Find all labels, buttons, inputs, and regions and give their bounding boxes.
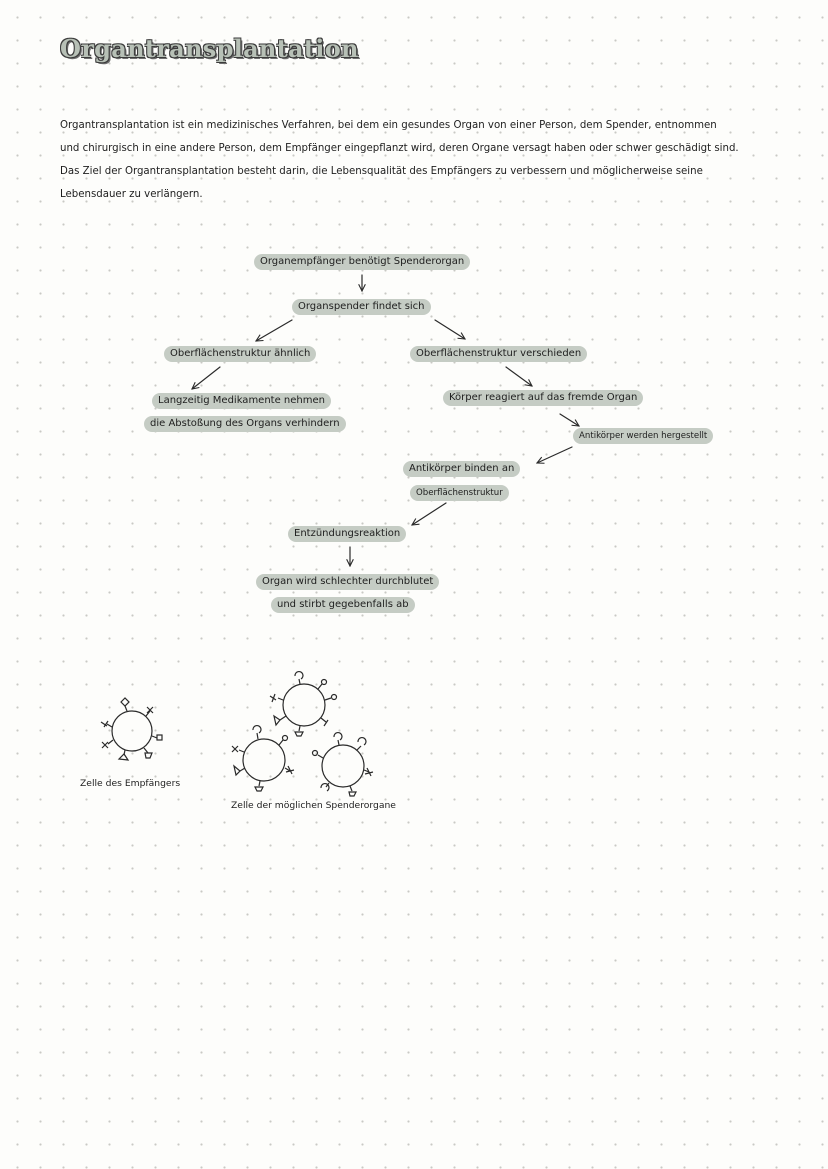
intro-line-3: Das Ziel der Organtransplantation besteh… [60,166,703,177]
arrow-antibodies-to-binding [537,446,573,463]
arrow-donor-to-similar [256,319,293,341]
arrow-similar-to-medication [192,366,221,389]
donor-cell-drawing-2 [231,724,295,792]
flow-node-surface-similar: Oberflächenstruktur ähnlich [164,346,317,362]
intro-line-2: und chirurgisch in eine andere Person, d… [60,143,739,154]
recipient-cell-drawing [100,697,163,761]
arrow-binding-to-inflammation [412,502,447,525]
flow-node-antibodies-bind-line-1: Antikörper binden an [403,461,521,477]
arrow-donor-to-different [434,319,465,339]
flow-node-outcome-line-1: Organ wird schlechter durchblutet [256,574,440,590]
flow-node-medication-line-1: Langzeitig Medikamente nehmen [152,393,331,409]
arrow-reaction-to-antibodies [559,413,579,426]
flow-node-donor-found: Organspender findet sich [292,299,431,315]
intro-line-1: Organtransplantation ist ein medizinisch… [60,120,717,131]
recipient-cell-label: Zelle des Empfängers [80,778,181,789]
donor-cell-drawing-1 [269,670,338,737]
flow-node-inflammation: Entzündungsreaktion [288,526,407,542]
intro-line-4: Lebensdauer zu verlängern. [60,189,203,200]
donor-cell-drawing-3 [311,731,374,797]
flow-node-medication-line-2: die Abstoßung des Organs verhindern [144,416,346,432]
flow-node-antibodies-bind-line-2: Oberflächenstruktur [410,485,509,501]
arrow-different-to-reaction [505,366,532,386]
flow-node-antibodies-produced: Antikörper werden hergestellt [573,428,714,444]
intro-paragraph: Organtransplantation ist ein medizinisch… [60,114,780,206]
donor-cell-label: Zelle der möglichen Spenderorgane [231,800,396,811]
flow-node-body-reacts: Körper reagiert auf das fremde Organ [443,390,644,406]
flow-node-recipient-needs-organ: Organempfänger benötigt Spenderorgan [254,254,471,270]
page-title: Organtransplantation [60,34,359,63]
flow-node-surface-different: Oberflächenstruktur verschieden [410,346,588,362]
flow-node-outcome-line-2: und stirbt gegebenfalls ab [271,597,415,613]
